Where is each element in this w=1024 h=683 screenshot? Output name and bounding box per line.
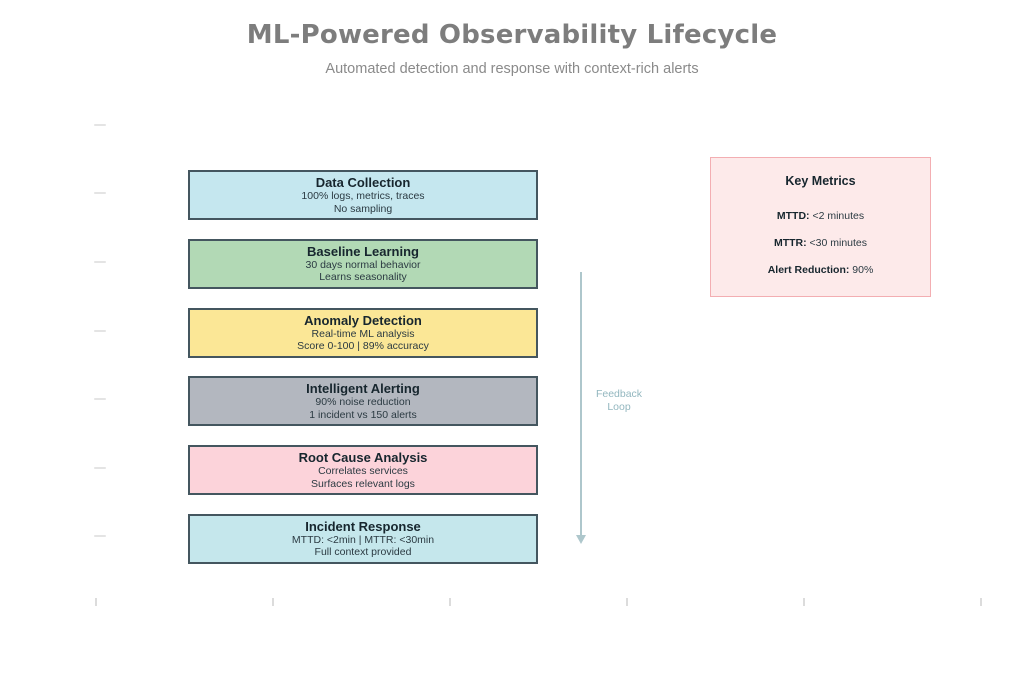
step-detail: Score 0-100 | 89% accuracy <box>297 340 429 353</box>
metric-label: Alert Reduction: <box>767 264 850 276</box>
axis-tick-bottom <box>449 598 451 606</box>
step-title: Root Cause Analysis <box>298 450 428 466</box>
step-detail: Surfaces relevant logs <box>311 477 415 490</box>
axis-tick-left <box>94 467 106 469</box>
step-detail: Full context provided <box>314 546 412 559</box>
axis-tick-bottom <box>980 598 982 606</box>
feedback-label-line1: Feedback <box>595 388 643 400</box>
step-detail: 100% logs, metrics, traces <box>301 190 425 202</box>
step-title: Intelligent Alerting <box>306 381 420 397</box>
axis-tick-bottom <box>803 598 805 606</box>
axis-tick-left <box>94 124 106 126</box>
axis-tick-left <box>94 192 106 194</box>
feedback-label-line2: Loop <box>607 401 631 413</box>
metric-mttd: MTTD: <2 minutes <box>711 210 930 222</box>
page-subtitle: Automated detection and response with co… <box>325 61 699 77</box>
step-detail: 90% noise reduction <box>315 396 411 409</box>
step-detail: Real-time ML analysis <box>311 327 415 340</box>
step-data-collection: Data Collection 100% logs, metrics, trac… <box>188 170 538 220</box>
axis-tick-left <box>94 261 106 263</box>
step-title: Incident Response <box>305 518 421 534</box>
axis-tick-left <box>94 398 106 400</box>
key-metrics-panel: Key Metrics MTTD: <2 minutes MTTR: <30 m… <box>710 157 931 297</box>
page-title: ML-Powered Observability Lifecycle <box>246 20 778 50</box>
step-incident-response: Incident Response MTTD: <2min | MTTR: <3… <box>188 513 538 564</box>
feedback-loop-label: Feedback Loop <box>584 388 654 414</box>
step-root-cause-analysis: Root Cause Analysis Correlates services … <box>188 445 538 496</box>
axis-tick-bottom <box>626 598 628 606</box>
axis-tick-bottom <box>272 598 274 606</box>
step-intelligent-alerting: Intelligent Alerting 90% noise reduction… <box>188 376 538 427</box>
step-detail: 1 incident vs 150 alerts <box>309 408 417 421</box>
metric-mttr: MTTR: <30 minutes <box>711 237 930 249</box>
step-detail: Learns seasonality <box>319 271 407 284</box>
step-title: Anomaly Detection <box>304 312 422 328</box>
step-detail: No sampling <box>333 202 393 215</box>
metric-value: <30 minutes <box>806 237 868 249</box>
axis-tick-bottom <box>95 598 97 606</box>
step-detail: 30 days normal behavior <box>305 258 421 271</box>
metric-value: 90% <box>849 264 874 276</box>
step-title: Baseline Learning <box>307 243 419 259</box>
metric-value: <2 minutes <box>809 210 865 222</box>
step-baseline-learning: Baseline Learning 30 days normal behavio… <box>188 238 538 289</box>
feedback-arrow-line <box>580 272 582 536</box>
metric-label: MTTR: <box>773 237 807 249</box>
feedback-arrow-head-icon <box>575 535 586 544</box>
axis-tick-left <box>94 330 106 332</box>
lifecycle-flow: Data Collection 100% logs, metrics, trac… <box>188 170 538 564</box>
key-metrics-title: Key Metrics <box>785 174 856 188</box>
step-anomaly-detection: Anomaly Detection Real-time ML analysis … <box>188 307 538 358</box>
metric-alert-reduction: Alert Reduction: 90% <box>711 264 930 276</box>
step-title: Data Collection <box>315 175 411 190</box>
step-detail: MTTD: <2min | MTTR: <30min <box>291 533 435 546</box>
axis-tick-left <box>94 535 106 537</box>
step-detail: Correlates services <box>318 465 408 478</box>
metric-label: MTTD: <box>776 210 810 222</box>
